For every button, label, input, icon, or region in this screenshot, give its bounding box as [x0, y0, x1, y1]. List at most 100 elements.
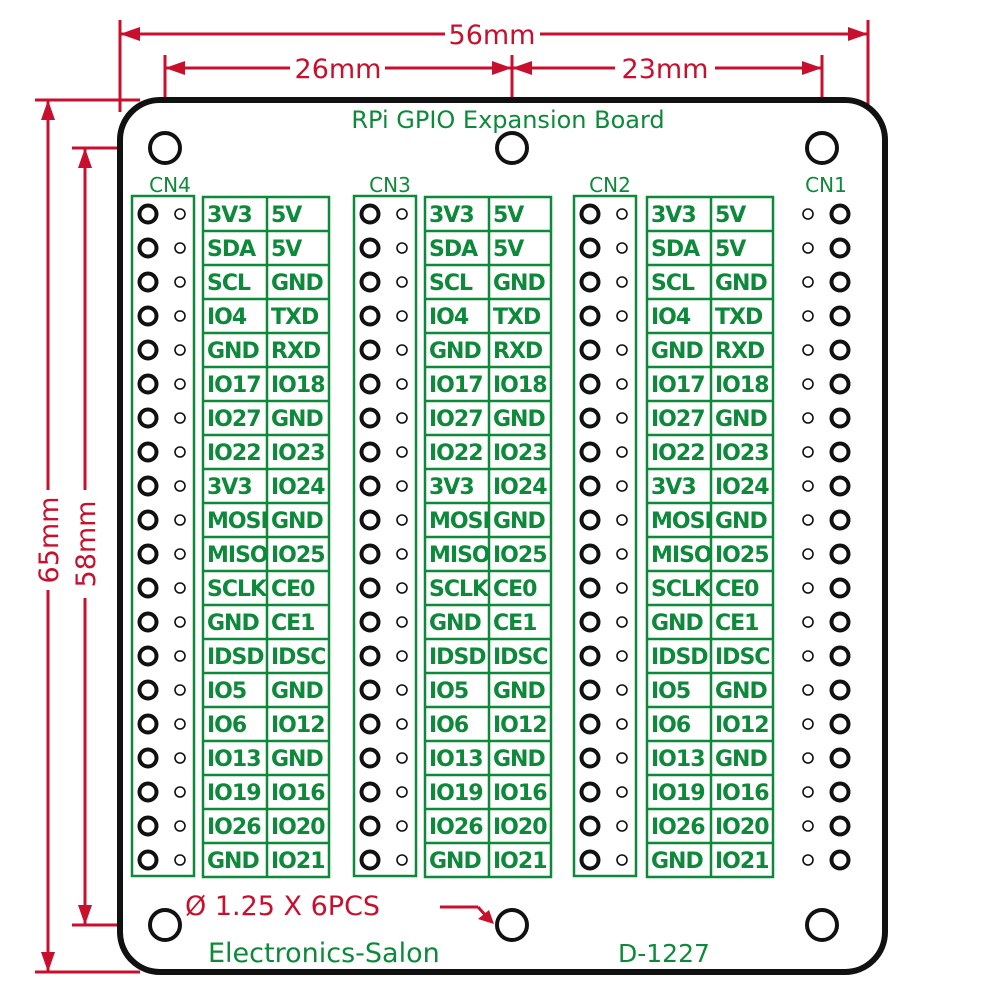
pin-label-right: 5V	[271, 203, 302, 228]
pin-hole	[616, 446, 628, 458]
pin-pad	[359, 509, 381, 531]
pin-label-left: IDSD	[429, 645, 486, 670]
pin-hole	[174, 208, 186, 220]
pin-pad	[359, 305, 381, 327]
pin-hole	[396, 310, 408, 322]
pin-label-left: IO6	[207, 713, 247, 738]
pin-label-left: MISO	[207, 543, 268, 568]
pin-pad	[829, 475, 851, 497]
pin-label-left: SCLK	[651, 577, 712, 602]
pin-label-left: MOSI	[651, 509, 712, 534]
pin-label-right: RXD	[493, 339, 543, 364]
pin-hole	[616, 718, 628, 730]
brand-label: Electronics-Salon	[208, 938, 440, 969]
dim-23-arrow-right	[802, 61, 822, 75]
pin-label-left: IO22	[429, 441, 483, 466]
pin-label-left: IO17	[207, 373, 261, 398]
pin-pad	[579, 645, 601, 667]
pin-hole	[616, 378, 628, 390]
pin-label-right: IO25	[493, 543, 547, 568]
pin-hole	[396, 412, 408, 424]
pin-header-outline	[572, 194, 638, 878]
connector-label-cn3: CN3	[369, 173, 411, 197]
pin-pad	[137, 645, 159, 667]
pin-hole	[174, 582, 186, 594]
pin-hole	[396, 514, 408, 526]
pin-hole	[174, 412, 186, 424]
pin-pad	[137, 339, 159, 361]
pin-label-right: IO21	[271, 849, 325, 874]
pin-pad	[359, 441, 381, 463]
pin-hole	[174, 854, 186, 866]
pin-label-left: 3V3	[651, 203, 696, 228]
pin-pad	[137, 781, 159, 803]
pin-label-right: IO25	[271, 543, 325, 568]
pin-hole	[802, 650, 814, 662]
pin-hole	[802, 854, 814, 866]
pin-hole	[802, 548, 814, 560]
pin-hole	[616, 854, 628, 866]
pin-pad	[137, 849, 159, 871]
pin-pad	[579, 475, 601, 497]
pin-label-left: 3V3	[207, 475, 252, 500]
pin-label-right: GND	[715, 679, 767, 704]
pin-hole	[174, 276, 186, 288]
pin-label-left: IO6	[651, 713, 691, 738]
mounting-hole-top-left	[148, 131, 182, 165]
pin-label-left: SCLK	[429, 577, 490, 602]
pin-hole	[396, 208, 408, 220]
pin-pad	[579, 509, 601, 531]
hole-note-arrow	[440, 905, 494, 924]
pin-label-right: TXD	[493, 305, 541, 330]
connector-label-cn2: CN2	[589, 173, 631, 197]
pin-label-right: IO16	[715, 781, 769, 806]
pin-pad	[579, 849, 601, 871]
pin-hole	[396, 344, 408, 356]
pin-label-left: GND	[429, 339, 481, 364]
pin-pad	[137, 509, 159, 531]
pin-hole	[174, 786, 186, 798]
pin-label-right: 5V	[493, 203, 524, 228]
pin-label-left: 3V3	[651, 475, 696, 500]
pin-pad	[359, 611, 381, 633]
pin-pad	[359, 237, 381, 259]
pin-hole	[802, 378, 814, 390]
pin-label-right: CE1	[715, 611, 758, 636]
mounting-hole-top-middle	[495, 131, 529, 165]
dim-58-arrow-bottom	[78, 905, 92, 925]
pin-label-right: CE0	[493, 577, 537, 602]
pin-pad	[579, 271, 601, 293]
pin-label-left: IO5	[651, 679, 690, 704]
pin-label-right: RXD	[715, 339, 765, 364]
pin-pad	[829, 305, 851, 327]
pin-hole	[802, 582, 814, 594]
pin-pad	[359, 713, 381, 735]
pin-label-left: IO27	[429, 407, 483, 432]
pin-hole	[174, 480, 186, 492]
hole-note-arrow-head	[478, 910, 494, 924]
pin-label-left: GND	[207, 611, 259, 636]
pin-pad	[137, 747, 159, 769]
pin-label-left: IO4	[651, 305, 691, 330]
pin-label-right: RXD	[271, 339, 321, 364]
dim-26-label: 26mm	[295, 54, 382, 85]
pin-hole	[174, 752, 186, 764]
pin-label-right: 5V	[715, 237, 746, 262]
pin-label-right: GND	[493, 509, 545, 534]
pin-label-left: GND	[429, 849, 481, 874]
pin-label-right: IDSC	[715, 645, 769, 670]
pin-label-right: GND	[271, 679, 323, 704]
pin-pad	[579, 815, 601, 837]
pin-pad	[359, 475, 381, 497]
pin-label-left: GND	[207, 849, 259, 874]
pin-label-right: IO16	[493, 781, 547, 806]
pin-label-right: CE0	[271, 577, 315, 602]
pin-label-left: IDSD	[651, 645, 708, 670]
pin-label-right: IO12	[715, 713, 769, 738]
pin-pad	[829, 577, 851, 599]
pin-hole	[802, 684, 814, 696]
pin-pad	[579, 611, 601, 633]
pin-hole	[174, 310, 186, 322]
connector-label-cn4: CN4	[149, 173, 191, 197]
